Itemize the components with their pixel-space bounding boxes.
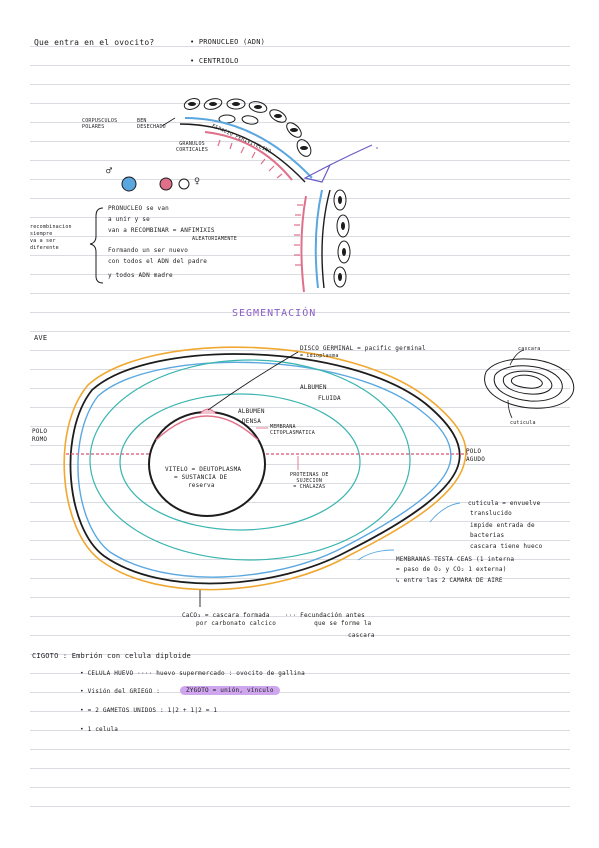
rule-line xyxy=(30,787,570,788)
disco-germinal-label: DISCO GERMINAL = pacific germinal xyxy=(300,345,426,352)
recomb-line-3: van a RECOMBINAR = ANFIMIXIS xyxy=(108,227,215,234)
rule-line xyxy=(30,559,570,560)
vitelo-line-1: VITELO = DEUTOPLASMA xyxy=(165,466,242,473)
membranas-line-2: = paso de O₂ y CO₂ 1 externa) xyxy=(396,566,507,573)
rule-line xyxy=(30,122,570,123)
caco3-line-2: por carbonato calcico que se forme la xyxy=(196,620,372,627)
recomb-line-6: con todos el ADN del padre xyxy=(108,258,208,265)
male-symbol: ♂ xyxy=(106,166,113,177)
fertilization-diagram xyxy=(89,98,378,293)
rule-line xyxy=(30,616,570,617)
cigoto-heading: CIGOTO : Embrión con celula diploide xyxy=(32,652,191,660)
albumen-densa-2: DENSA xyxy=(242,418,262,425)
cigoto-bullet-4: • 1 celula xyxy=(80,726,119,733)
membranas-line-3: ↳ entre las 2 CAMARA DE AIRE xyxy=(396,577,503,584)
cascara-small-label: cascara xyxy=(518,346,541,352)
rule-line xyxy=(30,388,570,389)
rule-line xyxy=(30,217,570,218)
rule-line xyxy=(30,673,570,674)
rule-line xyxy=(30,198,570,199)
rule-line xyxy=(30,103,570,104)
albumen-fluida-1: ALBUMEN xyxy=(300,384,327,391)
recomb-line-4: ALEATORIAMENTE xyxy=(192,236,237,242)
rule-line xyxy=(30,654,570,655)
rule-line xyxy=(30,350,570,351)
cuticula-line-2: translucido xyxy=(470,510,512,517)
rule-line xyxy=(30,160,570,161)
rule-line xyxy=(30,768,570,769)
rule-line xyxy=(30,84,570,85)
rule-line xyxy=(30,635,570,636)
granulos-corticales-label: GRANULOS CORTICALES xyxy=(176,141,209,153)
rule-line xyxy=(30,141,570,142)
rule-line xyxy=(30,293,570,294)
rule-line xyxy=(30,65,570,66)
polo-romo-label: POLO ROMO xyxy=(32,428,48,443)
bullet-pronucleo: • PRONUCLEO (ADN) xyxy=(190,38,266,46)
caco3-line-3: cascara xyxy=(348,632,375,639)
cuticula-line-1: cuticula = envuelve xyxy=(468,500,541,507)
vitelo-line-3: reserva xyxy=(188,482,215,489)
membranas-line-1: MEMBRANAS TESTA CEAS (1 interna xyxy=(396,556,515,563)
female-symbol: ♀ xyxy=(194,176,201,187)
rule-line xyxy=(30,502,570,503)
cigoto-bullet-2-label: • Visión del GRIEGO : xyxy=(80,688,161,695)
rule-line xyxy=(30,749,570,750)
rule-line xyxy=(30,331,570,332)
rule-line xyxy=(30,426,570,427)
bullet-centriolo: • CENTRIOLO xyxy=(190,57,239,65)
proteinas-label: PROTEINAS DE SUJECION = CHALAZAS xyxy=(290,472,329,490)
corpusculos-label: CORPUSCULOS POLARES xyxy=(82,118,118,130)
recomb-line-7: y todos ADN madre xyxy=(108,272,173,279)
ave-label: AVE xyxy=(34,334,48,342)
membrana-label: MEMBRANA CITOPLASMATICA xyxy=(270,424,315,436)
recomb-line-2: a unir y se xyxy=(108,216,150,223)
cuticula-small-label: cuticula xyxy=(510,420,536,426)
rule-line xyxy=(30,369,570,370)
recomb-line-1: PRONUCLEO se van xyxy=(108,205,169,212)
cuticula-line-5: cascara tiene hueco xyxy=(470,543,543,550)
rule-line xyxy=(30,597,570,598)
recomb-line-5: Formando un ser nuevo xyxy=(108,247,189,254)
cigoto-highlight: ZYGOTO = unión, vínculo xyxy=(180,686,280,695)
caco3-line-1: CaCO₃ = cascara formada ··· Fecundación … xyxy=(182,612,365,619)
cuticula-line-4: bacterias xyxy=(470,532,505,539)
rule-line xyxy=(30,179,570,180)
rule-line xyxy=(30,236,570,237)
rule-line xyxy=(30,692,570,693)
question-text: Que entra en el ovocito? xyxy=(34,38,155,47)
ben-desechado-label: BEN DESECHADO xyxy=(137,118,166,130)
rule-line xyxy=(30,312,570,313)
albumen-densa-1: ALBUMEN xyxy=(238,408,265,415)
rule-line xyxy=(30,274,570,275)
vitelo-line-2: = SUSTANCIA DE xyxy=(174,474,228,481)
rule-line xyxy=(30,464,570,465)
section-title: SEGMENTACIÓN xyxy=(232,308,317,319)
rule-line xyxy=(30,711,570,712)
rule-line xyxy=(30,578,570,579)
albumen-fluida-2: FLUIDA xyxy=(318,395,341,402)
recombinacion-note: recombinacion siempre va a ser diferente xyxy=(30,224,72,251)
cigoto-bullet-1: • CELULA HUEVO ···· huevo supermercado :… xyxy=(80,670,305,677)
polo-agudo-label: POLO AGUDO xyxy=(466,448,486,463)
rule-line xyxy=(30,806,570,807)
rule-line xyxy=(30,445,570,446)
disco-germinal-sub: = idioplasma xyxy=(300,353,339,359)
cuticula-line-3: impide entrada de xyxy=(470,522,535,529)
rule-line xyxy=(30,46,570,47)
cigoto-bullet-3: • = 2 GAMETOS UNIDOS : 1|2 + 1|2 = 1 xyxy=(80,707,218,714)
rule-line xyxy=(30,540,570,541)
rule-line xyxy=(30,730,570,731)
rule-line xyxy=(30,407,570,408)
rule-line xyxy=(30,483,570,484)
